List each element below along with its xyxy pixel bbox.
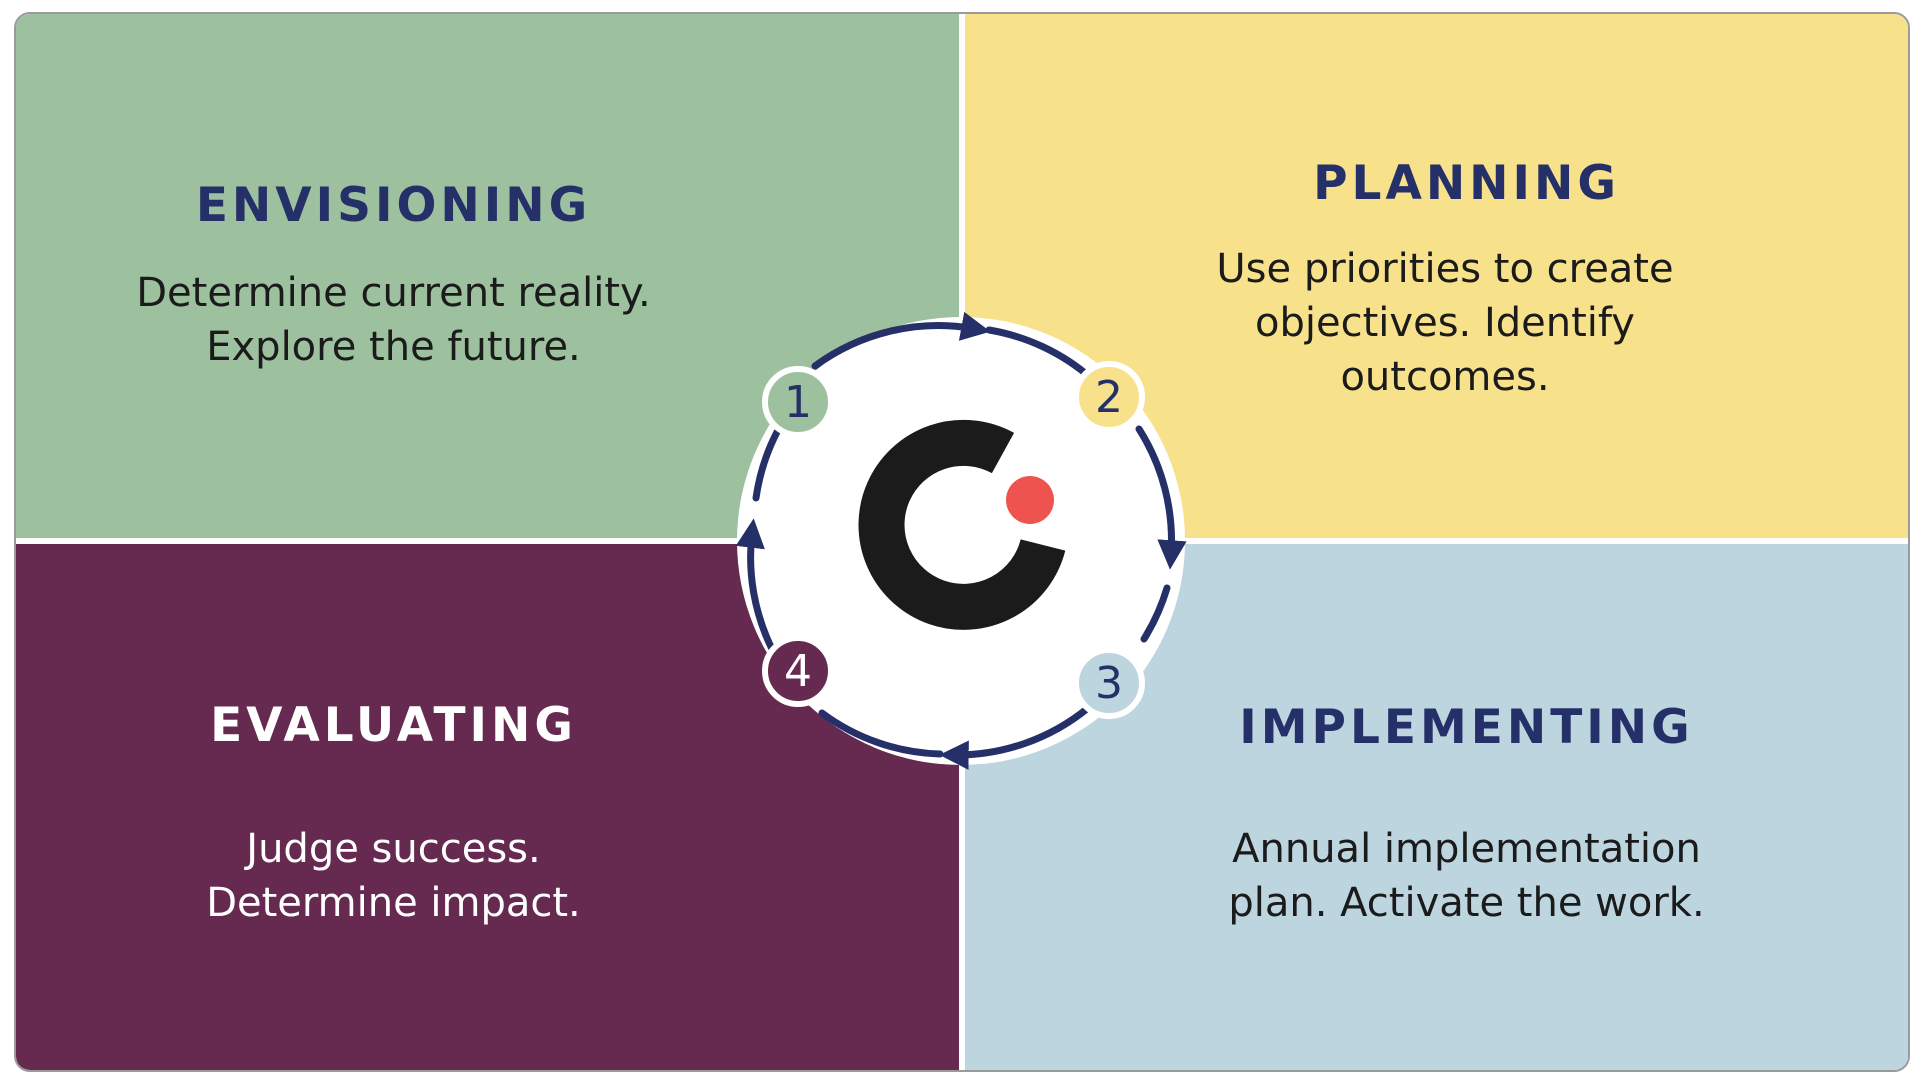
planning-title: PLANNING xyxy=(1313,156,1620,211)
envisioning-quadrant: ENVISIONING Determine current reality. E… xyxy=(16,14,959,538)
evaluating-description: Judge success. Determine impact. xyxy=(206,826,581,926)
evaluating-title: EVALUATING xyxy=(210,698,577,753)
envisioning-title: ENVISIONING xyxy=(195,178,592,233)
evaluating-quadrant: EVALUATING Judge success. Determine impa… xyxy=(16,544,959,1070)
planning-quadrant: PLANNING Use priorities to create object… xyxy=(965,14,1908,538)
planning-description: Use priorities to create objectives. Ide… xyxy=(1216,246,1674,400)
implementing-description: Annual implementation plan. Activate the… xyxy=(1228,826,1705,926)
cycle-diagram: ENVISIONING Determine current reality. E… xyxy=(14,12,1910,1072)
implementing-quadrant: IMPLEMENTING Annual implementation plan.… xyxy=(965,544,1908,1070)
envisioning-description: Determine current reality. Explore the f… xyxy=(136,270,651,370)
implementing-title: IMPLEMENTING xyxy=(1239,700,1694,755)
